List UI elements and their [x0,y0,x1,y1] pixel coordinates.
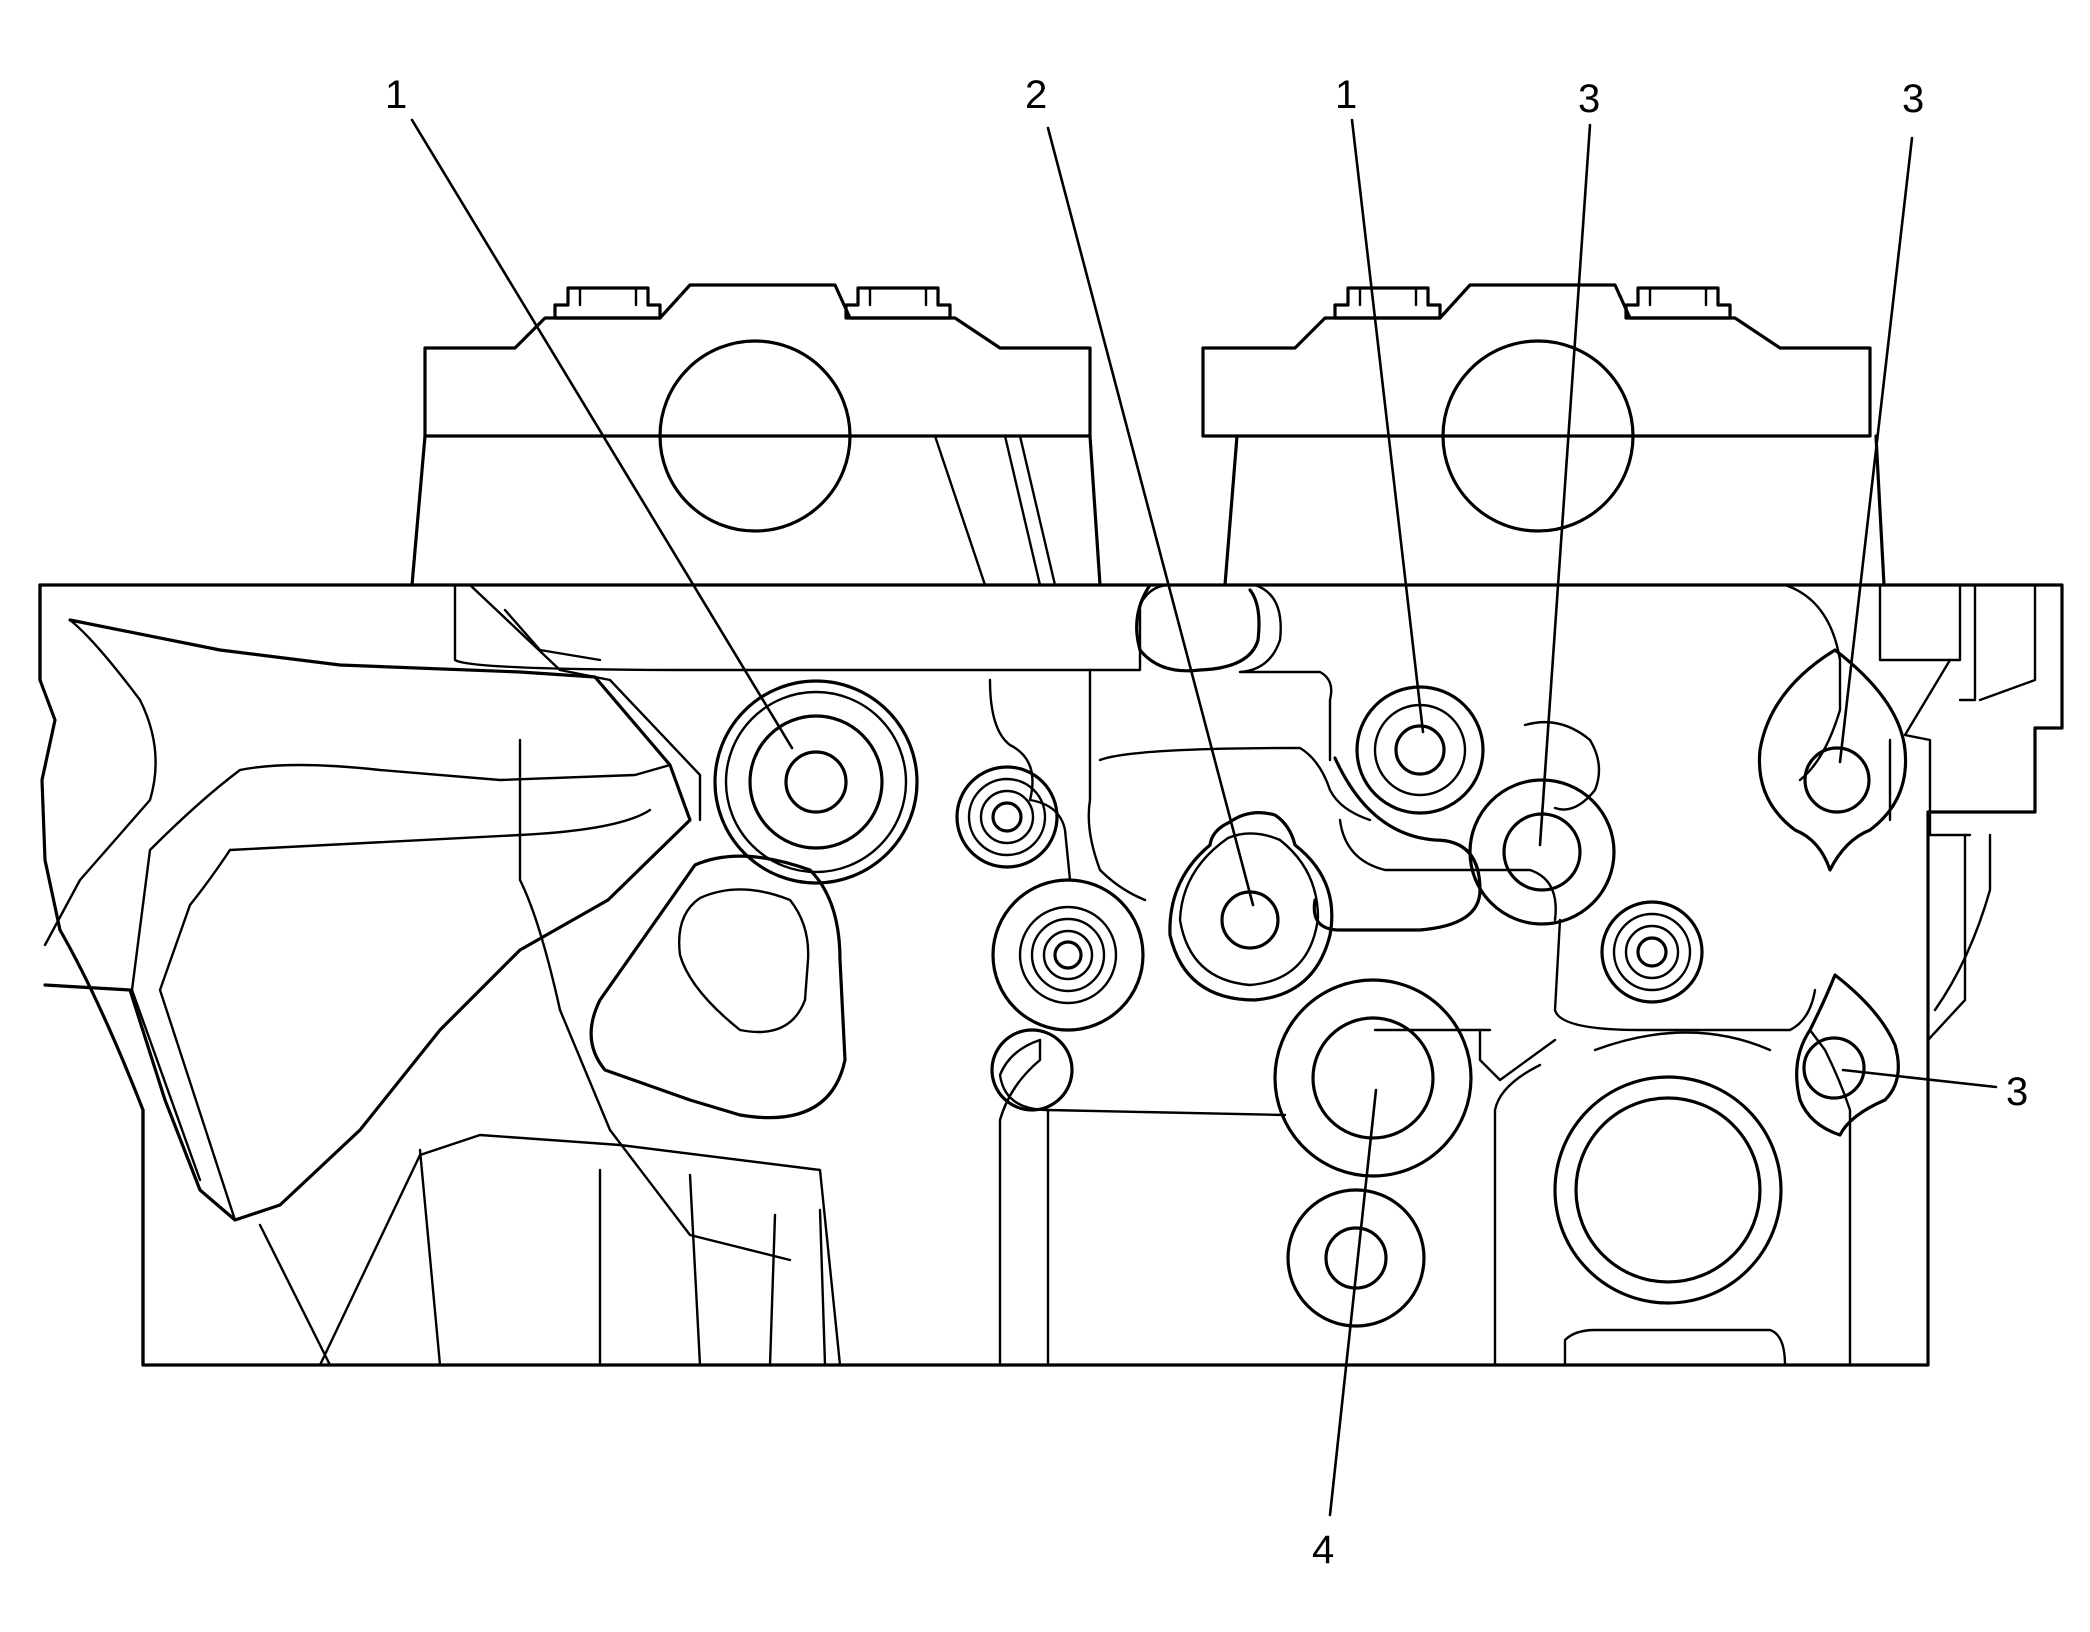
callout-1-right: 1 [1335,73,1357,117]
callout-3-side: 3 [2006,1070,2028,1114]
leader-1a [410,118,794,750]
bolt-boss-1-right [1312,685,1485,932]
boss-2 [1168,811,1334,1002]
large-port-bore [1553,1075,1783,1305]
boss-3-right-lower [1795,973,1900,1137]
callout-2: 2 [1025,73,1047,117]
leader-1b [1350,118,1425,734]
small-boss-b [991,878,1145,1032]
small-boss-c [990,1028,1074,1112]
callout-3-top-right: 3 [1902,77,1924,121]
cylinder-head-block [38,583,2064,1367]
camshaft-cap-left [410,283,1102,587]
leader-2 [1046,126,1255,907]
leader-4 [1328,1088,1378,1517]
leader-3c [1841,1068,1998,1089]
callout-4: 4 [1312,1528,1334,1572]
callout-1-left: 1 [385,73,407,117]
callout-3-top-center: 3 [1578,77,1600,121]
leader-lines [410,118,1998,1517]
leader-3a [1538,123,1592,847]
leader-3b [1838,136,1914,764]
boss-4 [1273,978,1473,1328]
boss-3-right-upper [1757,648,1908,872]
camshaft-cap-right [1201,283,1886,587]
callout-labels: 1 2 1 3 3 3 4 [385,73,2028,1572]
bolt-boss-1-left [713,679,919,885]
small-boss-a [955,765,1059,869]
small-boss-d [1600,900,1704,1004]
